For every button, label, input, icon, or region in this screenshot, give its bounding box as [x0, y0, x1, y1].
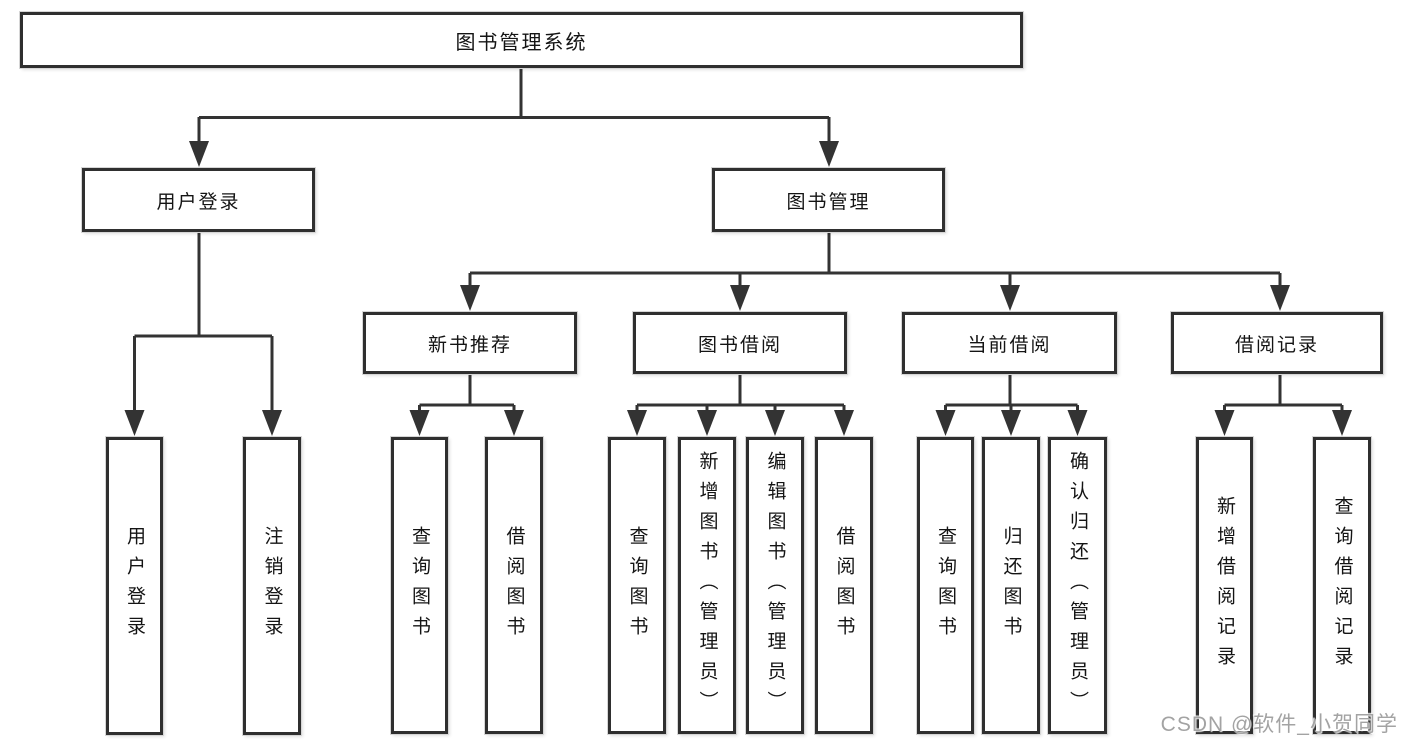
- node-user-login-label: 用户登录: [156, 191, 241, 213]
- leaf-add-books-admin: 新增图书（管理员）: [678, 437, 736, 734]
- leaf-confirm-return-admin: 确认归还（管理员）: [1048, 437, 1107, 734]
- arrowhead-icon: [819, 141, 839, 167]
- leaf-edit-books-admin-label: 编辑图书（管理员）: [764, 450, 786, 721]
- arrowhead-icon: [697, 410, 717, 436]
- node-book-management: 图书管理: [712, 168, 945, 232]
- arrowhead-icon: [460, 285, 480, 311]
- arrowhead-icon: [409, 410, 430, 436]
- leaf-add-borrow-record-label: 新增借阅记录: [1214, 495, 1235, 676]
- arrowhead-icon: [1332, 410, 1352, 436]
- arrowhead-icon: [1214, 410, 1235, 436]
- node-root-label: 图书管理系统: [455, 31, 588, 54]
- node-borrowing-records-label: 借阅记录: [1234, 334, 1319, 356]
- node-current-borrowing-label: 当前借阅: [967, 334, 1052, 356]
- leaf-logout: 注销登录: [243, 437, 301, 735]
- leaf-borrow-books-borrowing: 借阅图书: [815, 437, 873, 734]
- arrowhead-icon: [627, 410, 647, 436]
- leaf-query-books-borrowing: 查询图书: [608, 437, 666, 734]
- leaf-user-login-label: 用户登录: [124, 526, 145, 646]
- leaf-borrow-books-recommend: 借阅图书: [485, 437, 543, 734]
- leaf-query-books-recommend-label: 查询图书: [409, 525, 430, 646]
- node-user-login: 用户登录: [82, 168, 315, 232]
- leaf-add-borrow-record: 新增借阅记录: [1196, 437, 1253, 734]
- leaf-query-borrow-record: 查询借阅记录: [1313, 437, 1371, 734]
- arrowhead-icon: [834, 410, 854, 436]
- arrowhead-icon: [1001, 410, 1021, 436]
- arrowheads: [124, 141, 1352, 436]
- node-book-borrowing: 图书借阅: [633, 312, 847, 374]
- node-book-management-label: 图书管理: [786, 191, 871, 213]
- leaf-query-books-current: 查询图书: [917, 437, 974, 734]
- leaf-query-books-borrowing-label: 查询图书: [626, 525, 648, 646]
- leaf-return-books-label: 归还图书: [1000, 525, 1022, 646]
- leaf-user-login: 用户登录: [106, 437, 163, 735]
- arrowhead-icon: [189, 141, 209, 167]
- arrowhead-icon: [765, 410, 785, 436]
- leaf-confirm-return-admin-label: 确认归还（管理员）: [1067, 450, 1088, 721]
- node-book-borrowing-label: 图书借阅: [697, 334, 782, 356]
- leaf-logout-label: 注销登录: [261, 526, 283, 646]
- arrowhead-icon: [935, 410, 956, 436]
- node-root: 图书管理系统: [20, 12, 1023, 68]
- csdn-watermark: CSDN @软件_小贺同学: [1160, 713, 1398, 736]
- arrowhead-icon: [1000, 285, 1020, 311]
- leaf-edit-books-admin: 编辑图书（管理员）: [746, 437, 804, 734]
- arrowhead-icon: [1270, 285, 1290, 311]
- node-current-borrowing: 当前借阅: [902, 312, 1117, 374]
- leaf-add-books-admin-label: 新增图书（管理员）: [696, 450, 718, 721]
- arrowhead-icon: [262, 410, 282, 436]
- leaf-borrow-books-borrowing-label: 借阅图书: [833, 525, 855, 646]
- leaf-borrow-books-recommend-label: 借阅图书: [503, 525, 525, 646]
- arrowhead-icon: [504, 410, 524, 436]
- arrowhead-icon: [1067, 410, 1088, 436]
- node-new-book-recommendation: 新书推荐: [363, 312, 577, 374]
- leaf-query-borrow-record-label: 查询借阅记录: [1331, 495, 1353, 676]
- arrowhead-icon: [124, 410, 145, 436]
- arrowhead-icon: [730, 285, 750, 311]
- node-new-book-recommendation-label: 新书推荐: [427, 334, 512, 356]
- leaf-query-books-recommend: 查询图书: [391, 437, 448, 734]
- leaf-query-books-current-label: 查询图书: [935, 525, 956, 646]
- node-borrowing-records: 借阅记录: [1171, 312, 1383, 374]
- leaf-return-books: 归还图书: [982, 437, 1040, 734]
